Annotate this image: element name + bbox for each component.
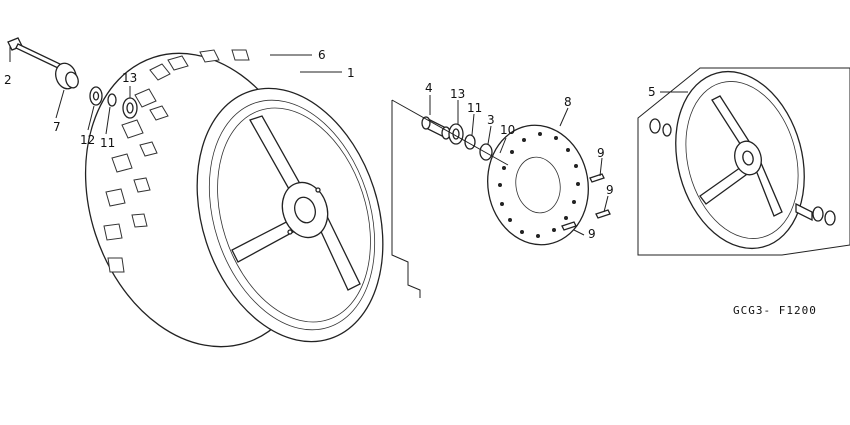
callout-2: 2 <box>4 73 12 87</box>
disc-bolt-middle <box>595 209 611 219</box>
tire-tread <box>103 49 250 273</box>
callout-12: 12 <box>80 133 95 147</box>
washer-12 <box>89 86 103 106</box>
brake-disc <box>487 124 589 246</box>
axle-collar <box>55 62 79 90</box>
bearing-13-right <box>448 123 464 145</box>
callout-3: 3 <box>487 113 495 127</box>
disc-bolt-lower <box>561 221 577 231</box>
axle-bolt <box>7 37 61 69</box>
callout-9-middle: 9 <box>606 183 614 197</box>
guide-line <box>391 99 509 298</box>
callout-4: 4 <box>425 81 433 95</box>
wheel-assembly-box <box>637 67 850 256</box>
callout-11-right: 11 <box>467 101 482 115</box>
callout-5: 5 <box>648 85 656 99</box>
callout-7: 7 <box>53 120 61 134</box>
callout-9-upper: 9 <box>597 146 605 160</box>
side-collar-3 <box>479 143 493 161</box>
disc-bolt-upper <box>589 173 605 183</box>
bearing-13-left <box>122 97 138 119</box>
callout-13-left: 13 <box>122 71 137 85</box>
callout-6: 6 <box>318 48 326 62</box>
spacer-11-left <box>107 93 117 107</box>
callout-11-left: 11 <box>100 136 115 150</box>
leader-lines <box>9 46 688 236</box>
callout-9-lower: 9 <box>588 227 596 241</box>
callout-8: 8 <box>564 95 572 109</box>
diagram-code: GCG3- F1200 <box>733 304 817 317</box>
callout-13-right: 13 <box>450 87 465 101</box>
callout-1: 1 <box>347 66 355 80</box>
callout-10: 10 <box>500 123 515 137</box>
wheel-rim <box>196 87 384 343</box>
distance-collar-4 <box>421 116 451 140</box>
